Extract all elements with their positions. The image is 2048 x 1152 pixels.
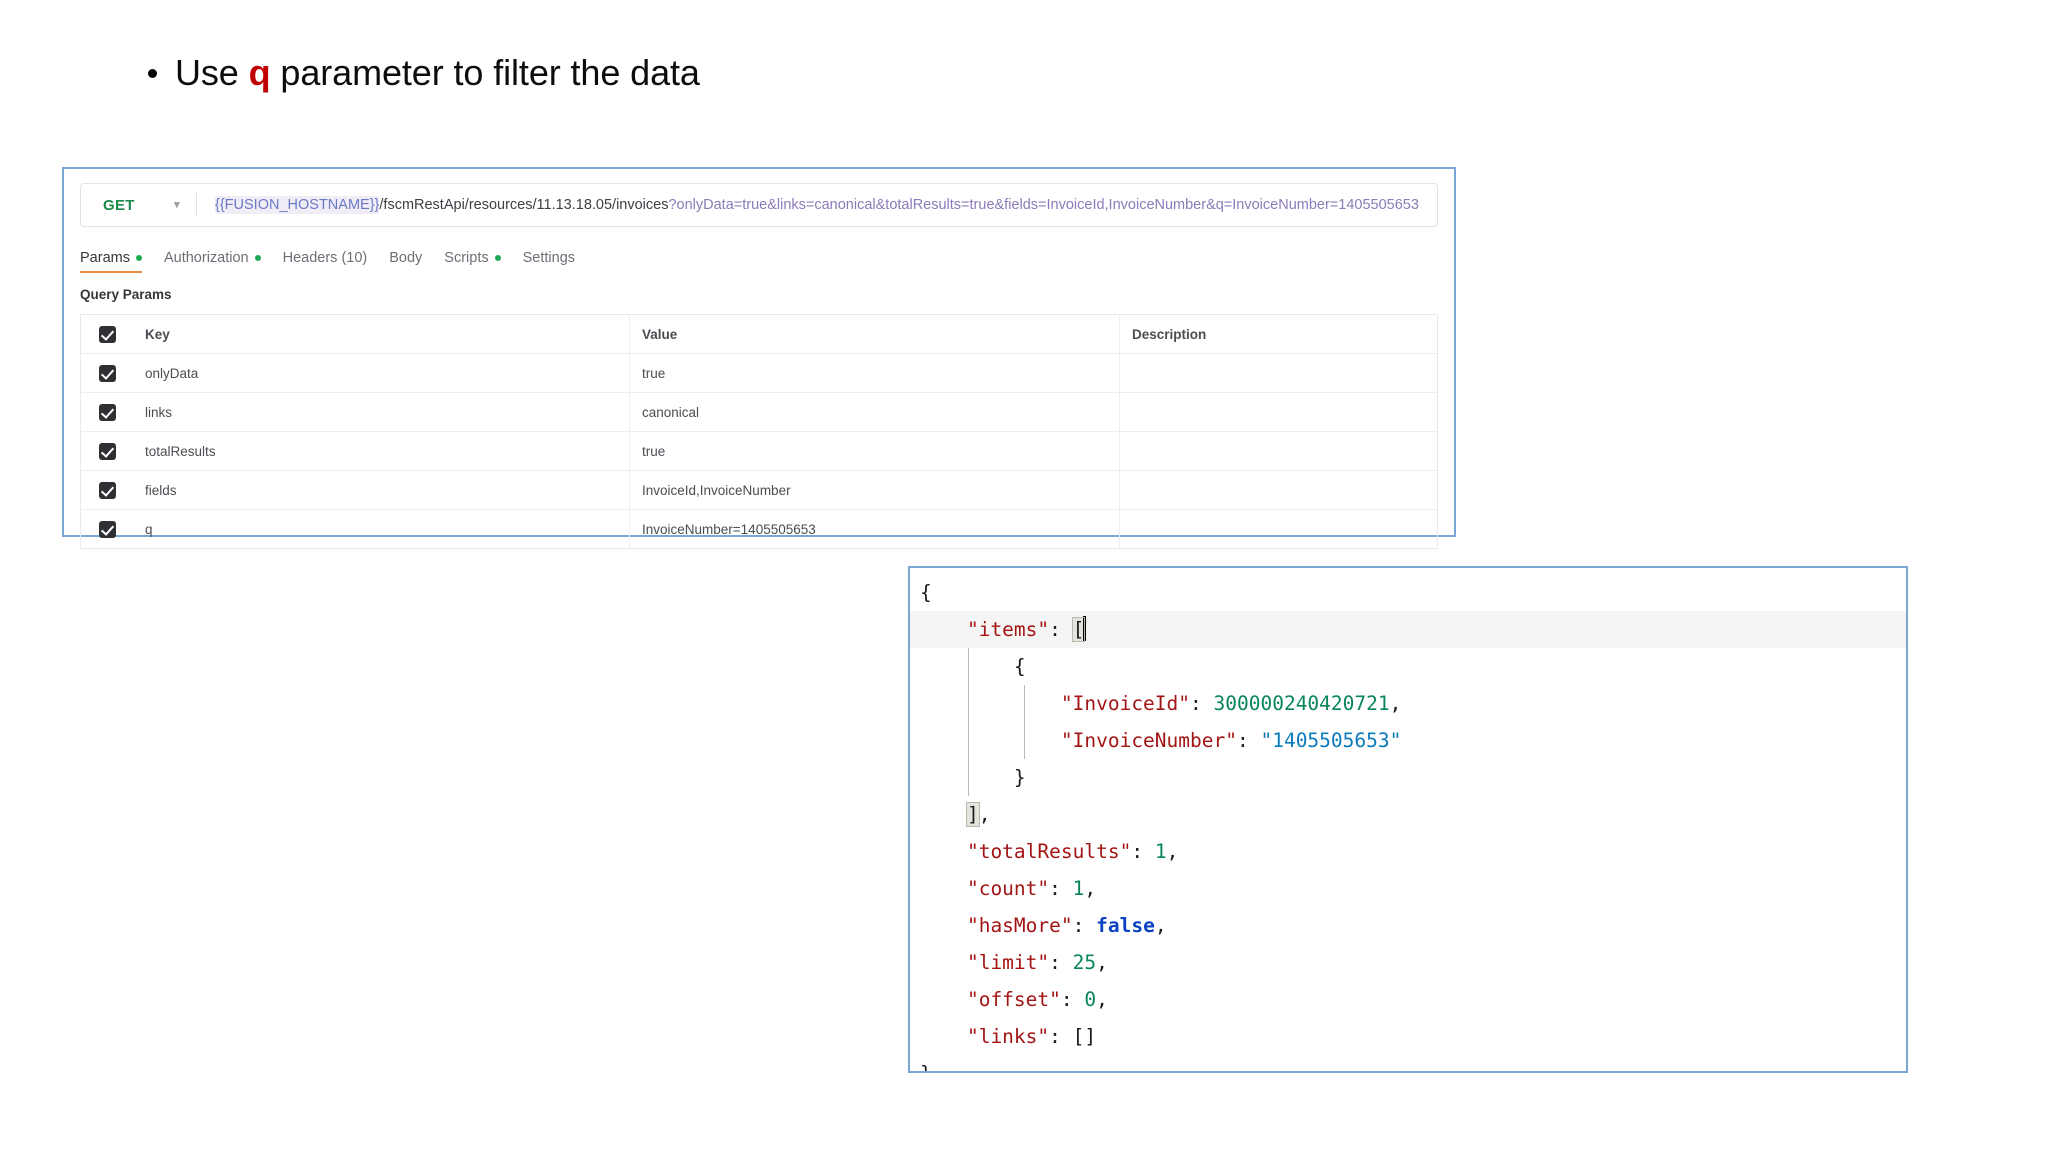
param-value-fields[interactable]: InvoiceId,InvoiceNumber xyxy=(630,471,1120,509)
query-params-table: Key Value Description onlyData true link… xyxy=(80,314,1438,549)
tab-headers-label: Headers (10) xyxy=(282,250,368,266)
table-row: links canonical xyxy=(81,393,1437,432)
request-url-input[interactable]: {{FUSION_HOSTNAME}}/fscmRestApi/resource… xyxy=(197,184,1437,226)
tab-scripts-modified-dot-icon xyxy=(494,255,501,261)
column-header-key: Key xyxy=(133,315,630,353)
tab-body-label: Body xyxy=(389,250,423,266)
chevron-down-icon: ▾ xyxy=(174,198,180,211)
url-path: /fscmRestApi/resources/11.13.18.05/invoi… xyxy=(379,197,669,213)
json-line-hasmore: "hasMore": false, xyxy=(920,914,1167,937)
json-line-totalresults: "totalResults": 1, xyxy=(920,840,1179,863)
param-key-q[interactable]: q xyxy=(133,510,630,548)
row-checkbox-fields[interactable] xyxy=(98,481,116,499)
http-method-label: GET xyxy=(103,196,135,214)
row-checkbox-cell-totalresults[interactable] xyxy=(81,442,133,460)
param-value-links[interactable]: canonical xyxy=(630,393,1120,431)
url-variable-chip: {{FUSION_HOSTNAME}} xyxy=(215,196,380,214)
tab-scripts-label: Scripts xyxy=(444,250,489,266)
row-checkbox-onlydata[interactable] xyxy=(98,364,116,382)
bullet-keyword-q: q xyxy=(248,52,271,93)
http-method-selector[interactable]: GET ▾ xyxy=(81,184,196,226)
row-checkbox-q[interactable] xyxy=(98,520,116,538)
json-line-invoicenumber: "InvoiceNumber": "1405505653" xyxy=(910,722,1906,759)
param-value-onlydata[interactable]: true xyxy=(630,354,1120,392)
param-value-totalresults[interactable]: true xyxy=(630,432,1120,470)
table-row: onlyData true xyxy=(81,354,1437,393)
bullet-text-prefix: Use xyxy=(175,52,249,93)
tab-authorization-label: Authorization xyxy=(163,250,249,266)
tab-settings[interactable]: Settings xyxy=(523,250,597,273)
json-response-viewer[interactable]: { "items": [ { "InvoiceId": 300000240420… xyxy=(908,566,1908,1073)
json-line-open-brace: { xyxy=(920,581,932,604)
row-checkbox-cell-q[interactable] xyxy=(81,520,133,538)
param-description-totalresults[interactable] xyxy=(1120,432,1437,470)
json-line-invoiceid: "InvoiceId": 300000240420721, xyxy=(910,685,1906,722)
param-description-fields[interactable] xyxy=(1120,471,1437,509)
tab-scripts[interactable]: Scripts xyxy=(444,250,522,273)
json-line-object-open: { xyxy=(910,648,1906,685)
postman-request-panel: GET ▾ {{FUSION_HOSTNAME}}/fscmRestApi/re… xyxy=(62,167,1456,549)
row-checkbox-cell-links[interactable] xyxy=(81,403,133,421)
column-header-value: Value xyxy=(630,315,1120,353)
json-line-links: "links": [] xyxy=(920,1025,1097,1048)
select-all-checkbox-cell[interactable] xyxy=(81,325,133,343)
param-key-totalresults[interactable]: totalResults xyxy=(133,432,630,470)
param-key-links[interactable]: links xyxy=(133,393,630,431)
param-description-onlydata[interactable] xyxy=(1120,354,1437,392)
request-url-bar[interactable]: GET ▾ {{FUSION_HOSTNAME}}/fscmRestApi/re… xyxy=(80,183,1438,227)
request-tabs: Params Authorization Headers (10) Body S… xyxy=(80,243,1454,273)
row-checkbox-cell-onlydata[interactable] xyxy=(81,364,133,382)
text-cursor xyxy=(1083,616,1087,641)
row-checkbox-links[interactable] xyxy=(98,403,116,421)
param-key-fields[interactable]: fields xyxy=(133,471,630,509)
json-line-object-close: } xyxy=(910,759,1906,796)
column-header-description: Description xyxy=(1132,326,1207,342)
json-line-offset: "offset": 0, xyxy=(920,988,1108,1011)
json-line-count: "count": 1, xyxy=(920,877,1097,900)
tab-authorization[interactable]: Authorization xyxy=(164,250,283,273)
json-line-items: "items": [ xyxy=(910,611,1906,648)
tab-authorization-modified-dot-icon xyxy=(254,255,261,261)
row-checkbox-totalresults[interactable] xyxy=(98,442,116,460)
table-row: fields InvoiceId,InvoiceNumber xyxy=(81,471,1437,510)
json-line-limit: "limit": 25, xyxy=(920,951,1108,974)
bullet-point-icon xyxy=(148,69,157,78)
table-header-row: Key Value Description xyxy=(81,315,1437,354)
json-line-array-close: ], xyxy=(965,802,991,827)
row-checkbox-cell-fields[interactable] xyxy=(81,481,133,499)
url-bar-divider xyxy=(196,193,197,217)
url-query-string: ?onlyData=true&links=canonical&totalResu… xyxy=(668,197,1419,213)
tab-settings-label: Settings xyxy=(522,250,576,266)
table-row: q InvoiceNumber=1405505653 xyxy=(81,510,1437,549)
tab-params-modified-dot-icon xyxy=(135,255,142,261)
param-description-q[interactable] xyxy=(1120,510,1437,548)
slide-bullet: Use q parameter to filter the data xyxy=(148,52,700,94)
param-value-q[interactable]: InvoiceNumber=1405505653 xyxy=(630,510,1120,548)
query-params-title: Query Params xyxy=(80,287,172,302)
tab-headers[interactable]: Headers (10) xyxy=(283,250,390,273)
bullet-text-suffix: parameter to filter the data xyxy=(270,52,700,93)
param-key-onlydata[interactable]: onlyData xyxy=(133,354,630,392)
tab-body[interactable]: Body xyxy=(389,250,444,273)
json-line-close-brace: } xyxy=(910,1055,1906,1071)
tab-params-label: Params xyxy=(80,250,130,266)
param-description-links[interactable] xyxy=(1120,393,1437,431)
tab-params[interactable]: Params xyxy=(80,250,164,273)
table-row: totalResults true xyxy=(81,432,1437,471)
bullet-text: Use q parameter to filter the data xyxy=(175,52,700,94)
select-all-checkbox[interactable] xyxy=(98,325,116,343)
